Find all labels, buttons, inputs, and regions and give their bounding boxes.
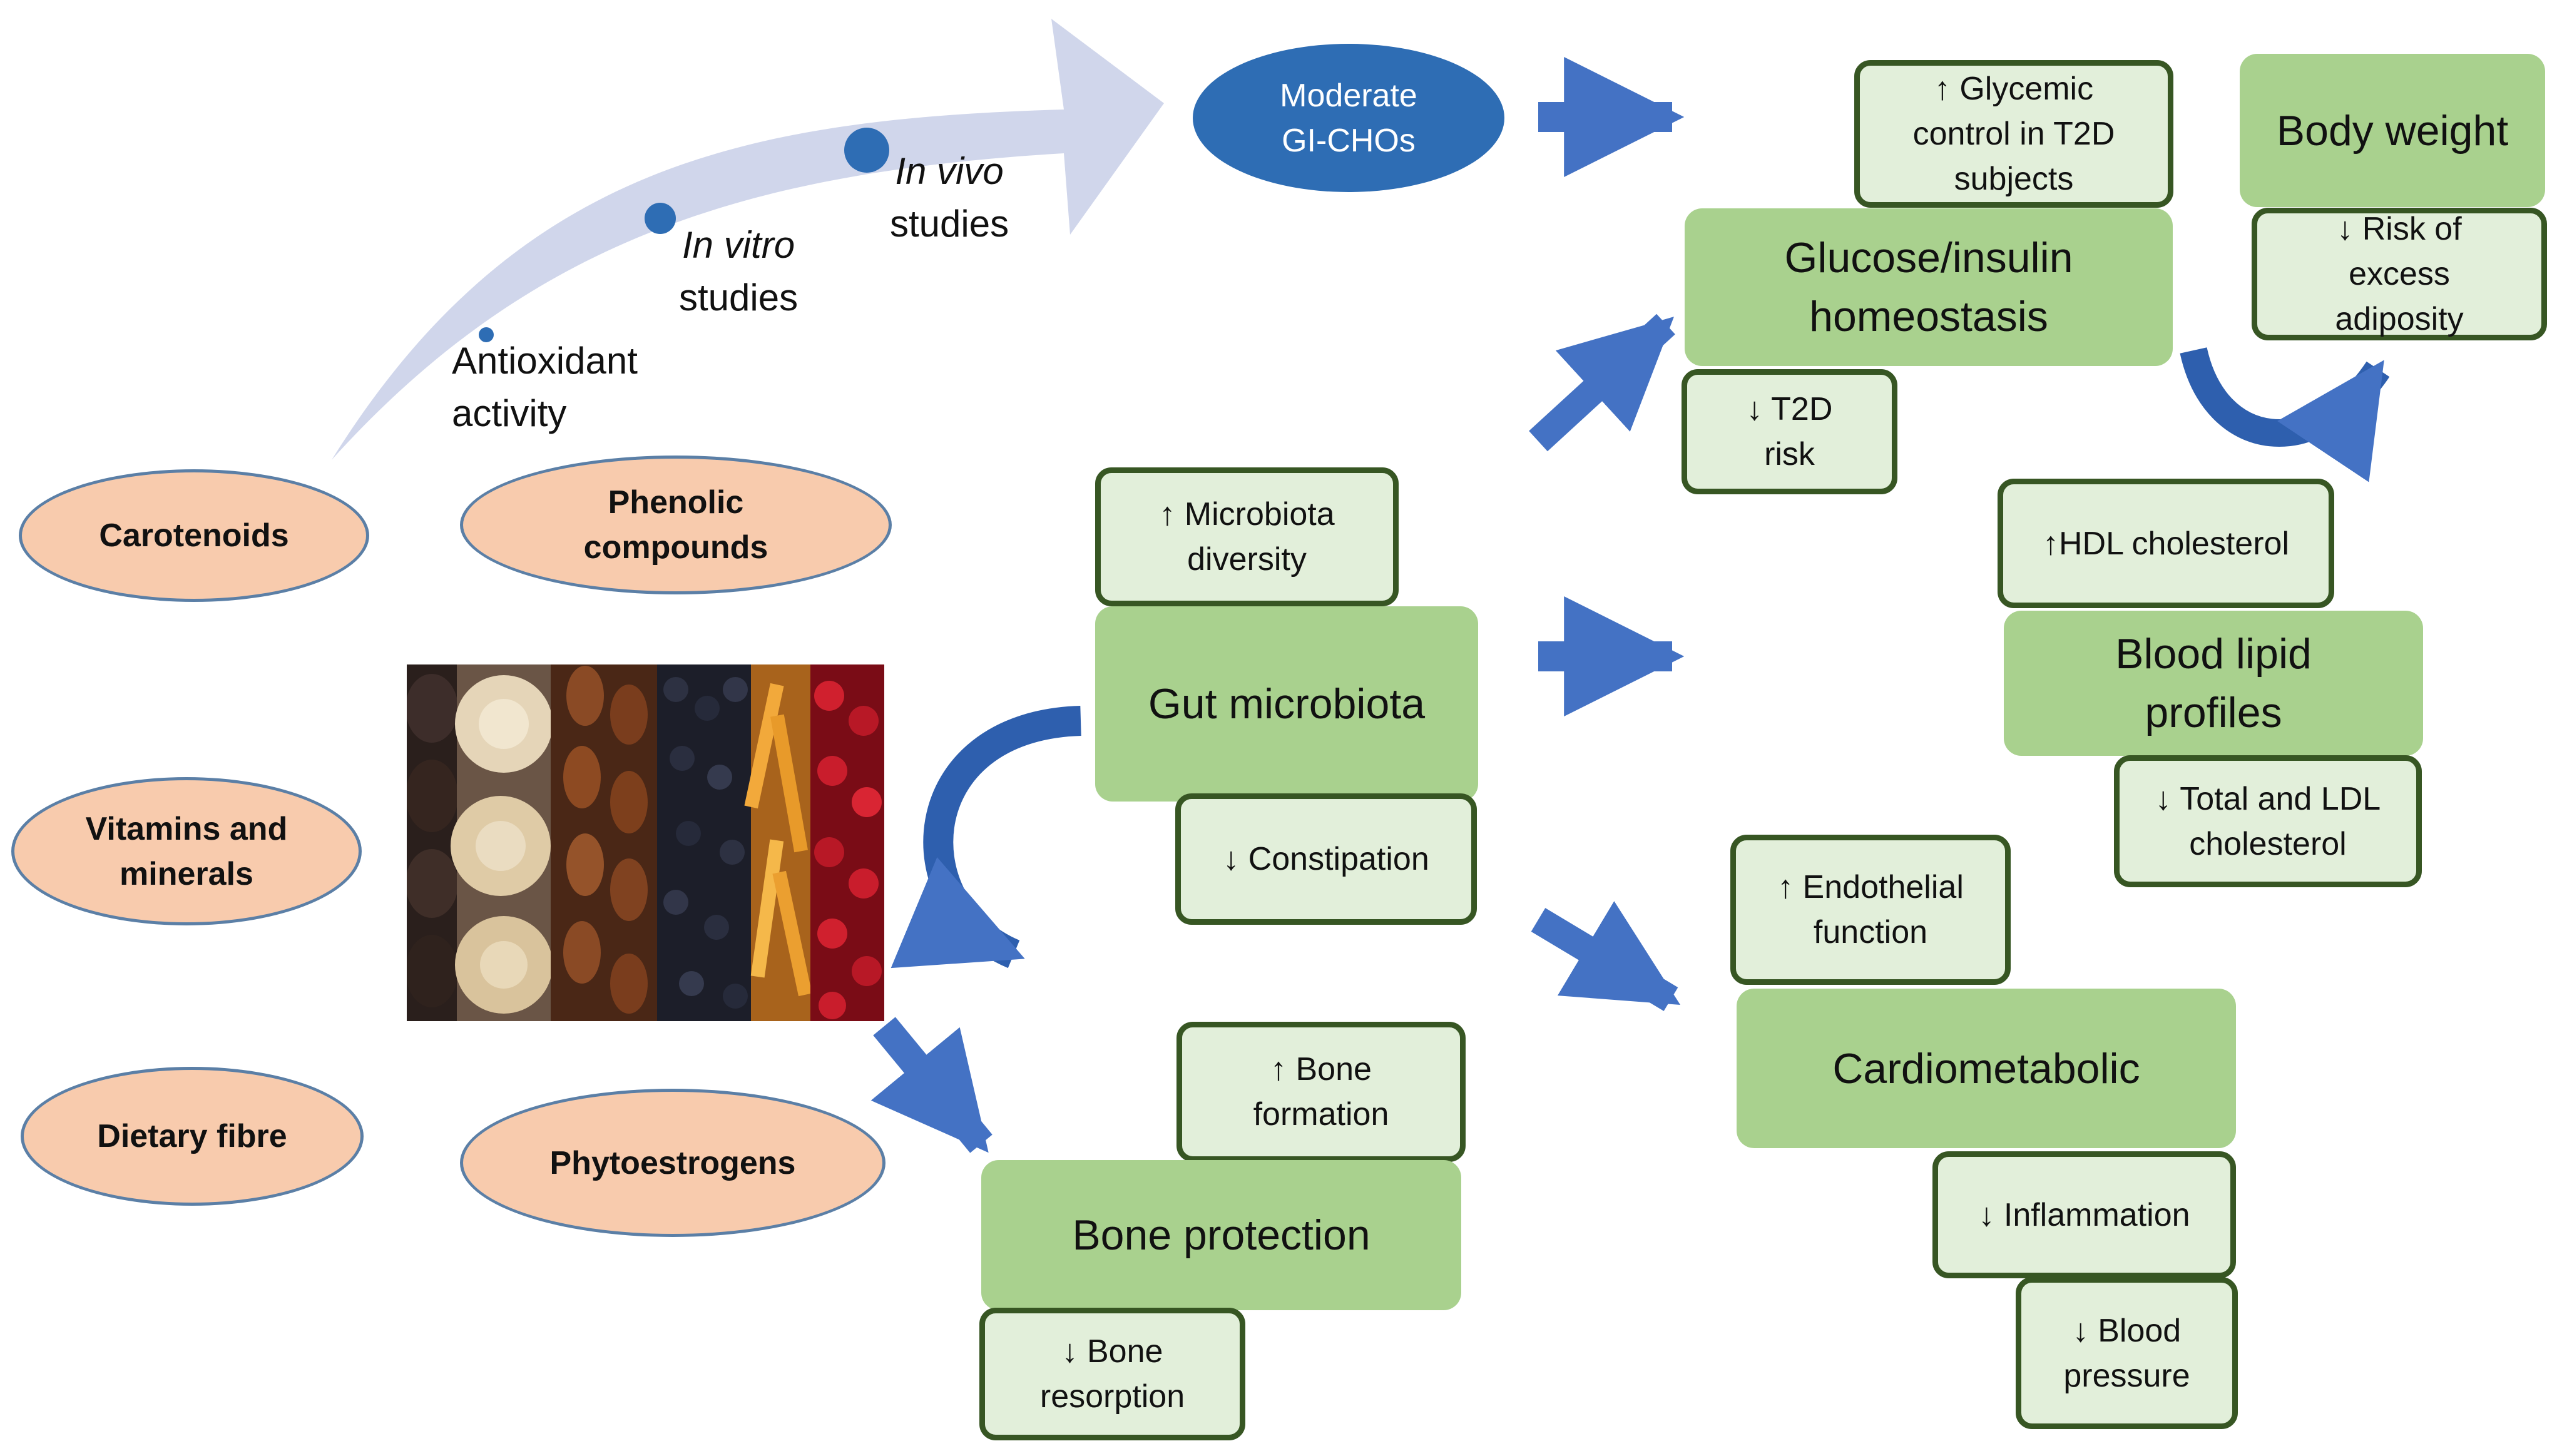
bone-formation-box: ↑ Bone formation bbox=[1176, 1022, 1466, 1162]
photo-to-bone-arrow-icon bbox=[870, 1017, 993, 1153]
phytoestrogens-ellipse: Phytoestrogens bbox=[460, 1089, 886, 1237]
cardiometabolic-box: Cardiometabolic bbox=[1737, 989, 2236, 1148]
glycemic-control-box: ↑ Glycemic control in T2D subjects bbox=[1854, 60, 2173, 208]
in-vitro-label: In vitro studies bbox=[679, 219, 798, 324]
in-vivo-dot-icon bbox=[844, 128, 889, 173]
moderate-gi-oval: Moderate GI-CHOs bbox=[1193, 44, 1504, 192]
body-weight-box: Body weight bbox=[2240, 54, 2545, 207]
antioxidant-dot-icon bbox=[479, 327, 494, 342]
inflammation-box: ↓ Inflammation bbox=[1932, 1151, 2236, 1278]
excess-adiposity-box: ↓ Risk of excess adiposity bbox=[2252, 208, 2547, 340]
down-to-cardio-arrow-icon bbox=[1531, 901, 1681, 1011]
constipation-box: ↓ Constipation bbox=[1175, 793, 1477, 925]
figs-column bbox=[451, 664, 553, 1021]
prunes-column bbox=[407, 664, 458, 1021]
in-vitro-studies-text: studies bbox=[679, 277, 799, 318]
candied-peel-column bbox=[744, 664, 812, 1021]
dietary-fibre-ellipse: Dietary fibre bbox=[21, 1067, 364, 1206]
blood-pressure-box: ↓ Blood pressure bbox=[2016, 1277, 2238, 1429]
in-vivo-studies-text: studies bbox=[890, 203, 1009, 245]
up-to-glucose-arrow-icon bbox=[1529, 313, 1675, 452]
in-vivo-label: In vivo studies bbox=[890, 145, 1009, 250]
dried-fruit-photo bbox=[407, 664, 884, 1021]
bone-resorption-box: ↓ Bone resorption bbox=[979, 1308, 1245, 1440]
gut-microbiota-box: Gut microbiota bbox=[1095, 606, 1478, 802]
raisins-column bbox=[657, 664, 751, 1021]
endothelial-function-box: ↑ Endothelial function bbox=[1730, 835, 2011, 985]
microbiota-diversity-box: ↑ Microbiota diversity bbox=[1095, 467, 1399, 606]
gut-curved-arrow-icon bbox=[891, 706, 1081, 969]
hdl-cholesterol-box: ↑HDL cholesterol bbox=[1998, 479, 2334, 608]
progression-band-arrow bbox=[332, 19, 1164, 460]
glucose-insulin-homeostasis-box: Glucose/insulin homeostasis bbox=[1685, 208, 2173, 366]
blood-lipid-profiles-box: Blood lipid profiles bbox=[2004, 611, 2423, 756]
phenolic-compounds-ellipse: Phenolic compounds bbox=[460, 456, 892, 594]
carotenoids-ellipse: Carotenoids bbox=[19, 469, 369, 602]
t2d-risk-box: ↓ T2D risk bbox=[1682, 369, 1897, 494]
in-vitro-dot-icon bbox=[645, 203, 676, 234]
in-vivo-italic-text: In vivo bbox=[895, 150, 1004, 192]
vitamins-minerals-ellipse: Vitamins and minerals bbox=[11, 777, 362, 925]
in-vitro-italic-text: In vitro bbox=[682, 224, 795, 266]
glucose-weight-curved-arrow-icon bbox=[2180, 347, 2390, 482]
cranberries-column bbox=[810, 664, 884, 1021]
antioxidant-label: Antioxidant activity bbox=[452, 340, 638, 434]
dates-column bbox=[551, 664, 657, 1021]
total-ldl-cholesterol-box: ↓ Total and LDL cholesterol bbox=[2114, 755, 2422, 887]
bone-protection-box: Bone protection bbox=[981, 1160, 1461, 1310]
